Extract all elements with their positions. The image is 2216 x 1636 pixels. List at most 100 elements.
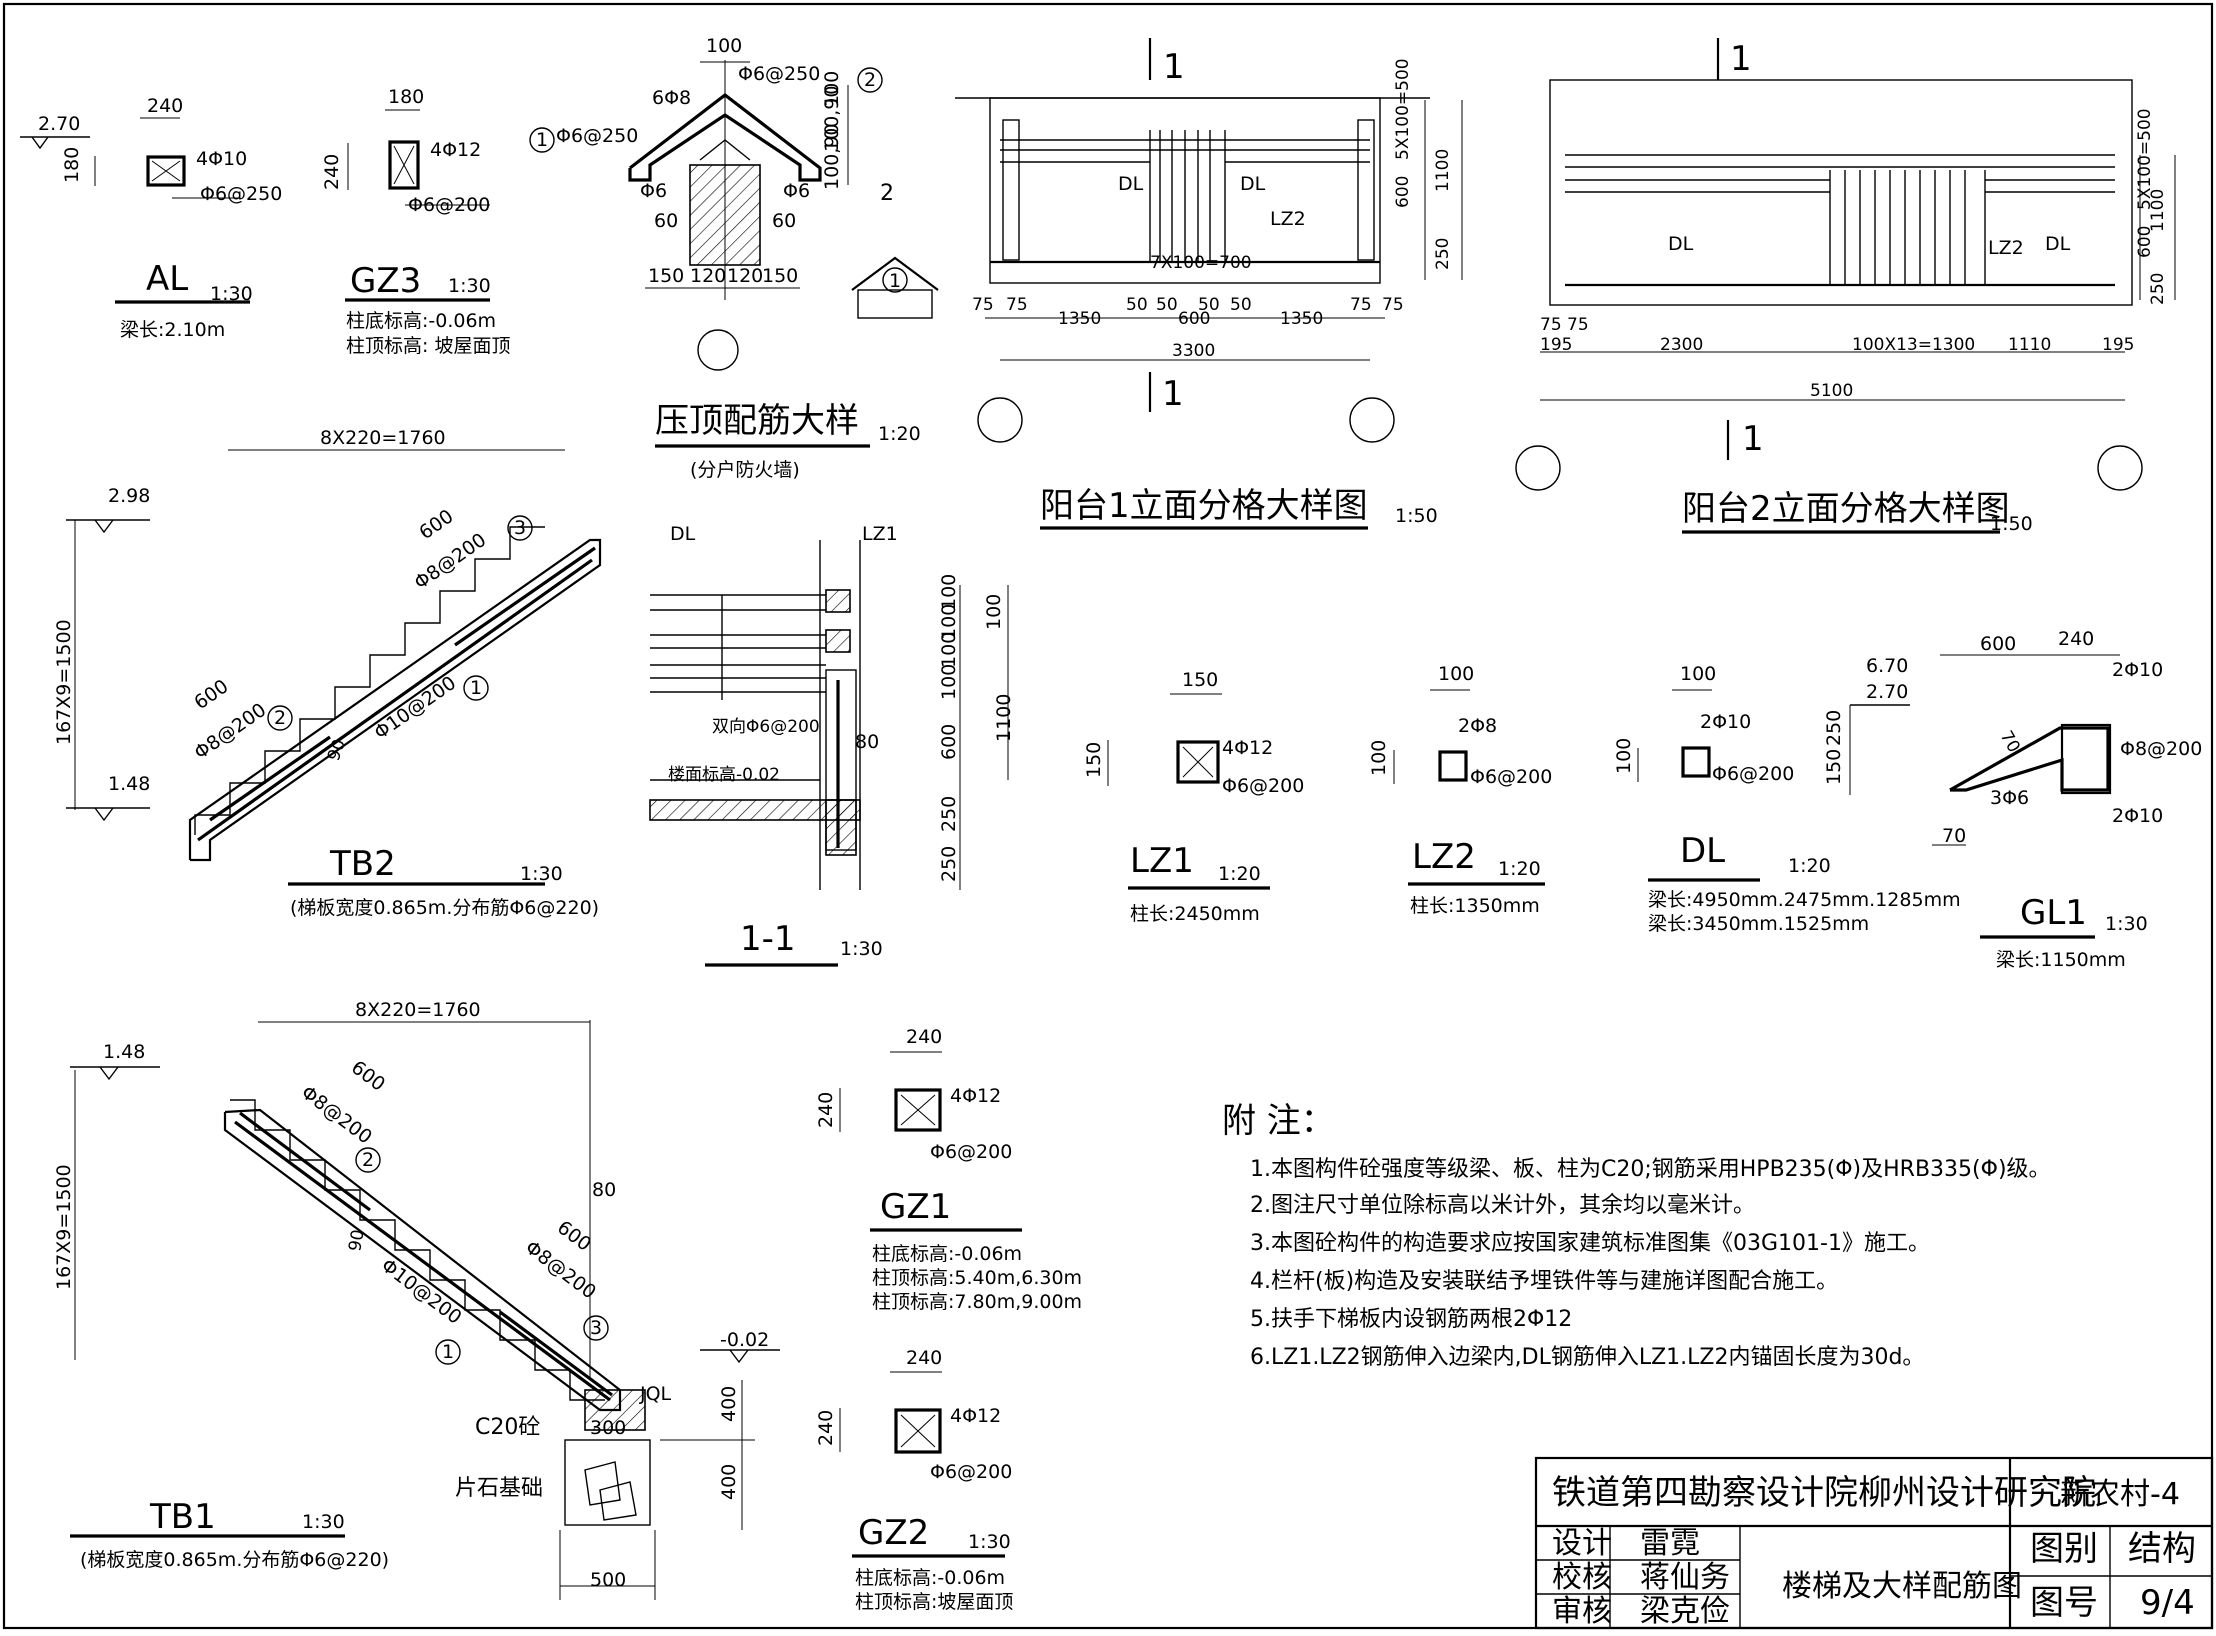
tb1-bar-1: Φ10@200 — [377, 1254, 466, 1328]
gz1-note-3: 柱顶标高:7.80m,9.00m — [872, 1291, 1082, 1313]
balcony2-d1110: 1110 — [2008, 335, 2051, 355]
gl1-d70-b: 70 — [1942, 825, 1966, 847]
dl-note-1: 梁长:4950mm.2475mm.1285mm — [1648, 889, 1961, 911]
gl1-bar-b: Φ8@200 — [2120, 738, 2202, 760]
title-review-name: 梁克俭 — [1640, 1594, 1730, 1629]
gl1-v250: 250 — [1823, 710, 1845, 746]
coping-b150-b: 150 — [762, 265, 798, 287]
coping-scale: 1:20 — [878, 423, 921, 445]
balcony1-v5x100: 5X100=500 — [1393, 58, 1413, 160]
tb2-vdim: 167X9=1500 — [53, 619, 75, 745]
tb1-top-dim: 8X220=1760 — [355, 999, 481, 1021]
detail-lz2: 100 100 2Φ8 Φ6@200 LZ2 1:20 柱长:1350mm — [1368, 663, 1552, 917]
tb2-callout-2: 2 — [274, 707, 286, 729]
note-3: 3.本图砼构件的构造要求应按国家建筑标准图集《03G101-1》施工。 — [1250, 1231, 1930, 1256]
tb2-scale: 1:30 — [520, 863, 563, 885]
detail-section-1-1: DL LZ1 双向Φ6@200 楼面标高-0.02 80 100 100 100… — [649, 523, 1015, 967]
gl1-bar-c: 2Φ10 — [2112, 805, 2163, 827]
tb1-callout-1: 1 — [442, 1341, 454, 1363]
balcony1-d1350-a: 1350 — [1058, 309, 1101, 329]
detail-gz1: 240 240 4Φ12 Φ6@200 GZ1 柱底标高:-0.06m 柱顶标高… — [815, 1026, 1082, 1313]
gl1-note: 梁长:1150mm — [1996, 949, 2126, 971]
balcony1-d600: 600 — [1178, 309, 1210, 329]
note-1: 1.本图构件砼强度等级梁、板、柱为C20;钢筋采用HPB235(Φ)及HRB33… — [1250, 1157, 2051, 1182]
lz2-bar-main: 2Φ8 — [1458, 715, 1497, 737]
balcony1-d7x100: 7X100=700 — [1150, 253, 1252, 273]
gl1-d600: 600 — [1980, 633, 2016, 655]
balcony1-dl-b: DL — [1240, 173, 1266, 195]
gz3-width: 180 — [388, 86, 424, 108]
balcony1-d75-d: 75 — [1382, 295, 1404, 315]
sec11-r600: 600 — [938, 724, 960, 760]
balcony2-d195-b: 195 — [2102, 335, 2134, 355]
title-check-label: 校核 — [1552, 1560, 1612, 1595]
balcony2-d7575: 75 75 — [1540, 315, 1589, 335]
dl-note-2: 梁长:3450mm.1525mm — [1648, 913, 1869, 935]
balcony1-title: 阳台1立面分格大样图 — [1040, 486, 1368, 526]
gz1-bar-stirrup: Φ6@200 — [930, 1141, 1012, 1163]
title-number-label: 图号 — [2030, 1583, 2098, 1623]
notes-heading: 附 注： — [1222, 1101, 1335, 1141]
tb1-elev-top: 1.48 — [103, 1041, 145, 1063]
detail-balcony-2: 1 DL DL LZ2 600 5X100=500 1100 250 75 75… — [1515, 38, 2176, 535]
al-scale: 1:30 — [210, 283, 253, 305]
gz2-title: GZ2 — [858, 1513, 929, 1553]
coping-b120-b: 120 — [727, 265, 763, 287]
balcony2-v1100: 1100 — [2148, 189, 2168, 232]
tb2-elev-bottom: 1.48 — [108, 773, 150, 795]
balcony1-d50-d: 50 — [1230, 295, 1252, 315]
coping-b120-a: 120 — [690, 265, 726, 287]
balcony2-v250: 250 — [2148, 273, 2168, 305]
coping-s60-a: 60 — [654, 210, 678, 232]
al-height: 180 — [61, 147, 83, 183]
dl-width: 100 — [1680, 663, 1716, 685]
al-bar-main: 4Φ10 — [196, 148, 247, 170]
lz2-height: 100 — [1368, 740, 1390, 776]
dl-title: DL — [1680, 831, 1725, 871]
dl-bar-main: 2Φ10 — [1700, 711, 1751, 733]
sec11-r100-b: 100 — [938, 604, 960, 640]
detail-coping: 100 Φ6@250 2 6Φ8 1 Φ6@250 Φ6 Φ6 100 100,… — [529, 35, 939, 481]
balcony1-v250: 250 — [1433, 238, 1453, 270]
al-width: 240 — [147, 95, 183, 117]
tb2-top-dim: 8X220=1760 — [320, 427, 446, 449]
tb1-vdim: 167X9=1500 — [53, 1164, 75, 1290]
gz3-note-1: 柱底标高:-0.06m — [346, 310, 496, 332]
coping-bar-left: 6Φ8 — [652, 87, 691, 109]
tb2-elev-top: 2.98 — [108, 485, 150, 507]
coping-bar-side: Φ6@250 — [556, 125, 638, 147]
gz2-width: 240 — [906, 1347, 942, 1369]
tb1-d80: 80 — [592, 1179, 616, 1201]
tb2-bar-3: Φ8@200 — [410, 529, 490, 594]
gz2-note-1: 柱底标高:-0.06m — [855, 1567, 1005, 1589]
tb1-elev-bottom: -0.02 — [720, 1329, 769, 1351]
balcony2-d5100: 5100 — [1810, 381, 1853, 401]
coping-b150-a: 150 — [648, 265, 684, 287]
lz2-note: 柱长:1350mm — [1410, 895, 1540, 917]
tb1-c20: C20砼 — [475, 1415, 540, 1440]
gz3-note-2: 柱顶标高: 坡屋面顶 — [346, 335, 510, 357]
sec11-bar: 双向Φ6@200 — [712, 717, 820, 737]
tb1-callout-2: 2 — [362, 1149, 374, 1171]
note-2: 2.图注尺寸单位除标高以米计外，其余均以毫米计。 — [1250, 1193, 1755, 1218]
title-block: 铁道第四勘察设计院柳州设计研究院 新农村-4 设计 雷霓 校核 蒋仙务 审核 梁… — [1534, 1456, 2214, 1630]
lz1-title: LZ1 — [1130, 841, 1194, 881]
tb1-d90: 90 — [345, 1228, 368, 1253]
sec11-r100-a: 100 — [938, 574, 960, 610]
gz2-bar-stirrup: Φ6@200 — [930, 1461, 1012, 1483]
coping-phi6-a: Φ6 — [640, 180, 667, 202]
sec11-d80: 80 — [855, 731, 879, 753]
gl1-title: GL1 — [2020, 893, 2087, 933]
gz3-scale: 1:30 — [448, 275, 491, 297]
title-design-name: 雷霓 — [1640, 1526, 1700, 1561]
gl1-bar-d: 3Φ6 — [1990, 787, 2029, 809]
title-institute: 铁道第四勘察设计院柳州设计研究院 — [1552, 1473, 2096, 1513]
title-drawing-name: 楼梯及大样配筋图 — [1782, 1569, 2022, 1604]
title-number-value: 9/4 — [2140, 1583, 2195, 1623]
tb1-jql: JQL — [639, 1383, 672, 1405]
lz1-scale: 1:20 — [1218, 863, 1261, 885]
gz1-note-1: 柱底标高:-0.06m — [872, 1243, 1022, 1265]
detail-gl1: 6.70 2.70 600 240 2Φ10 Φ8@200 2Φ10 3Φ6 7… — [1823, 628, 2202, 971]
tb2-l600-b: 600 — [190, 675, 232, 714]
